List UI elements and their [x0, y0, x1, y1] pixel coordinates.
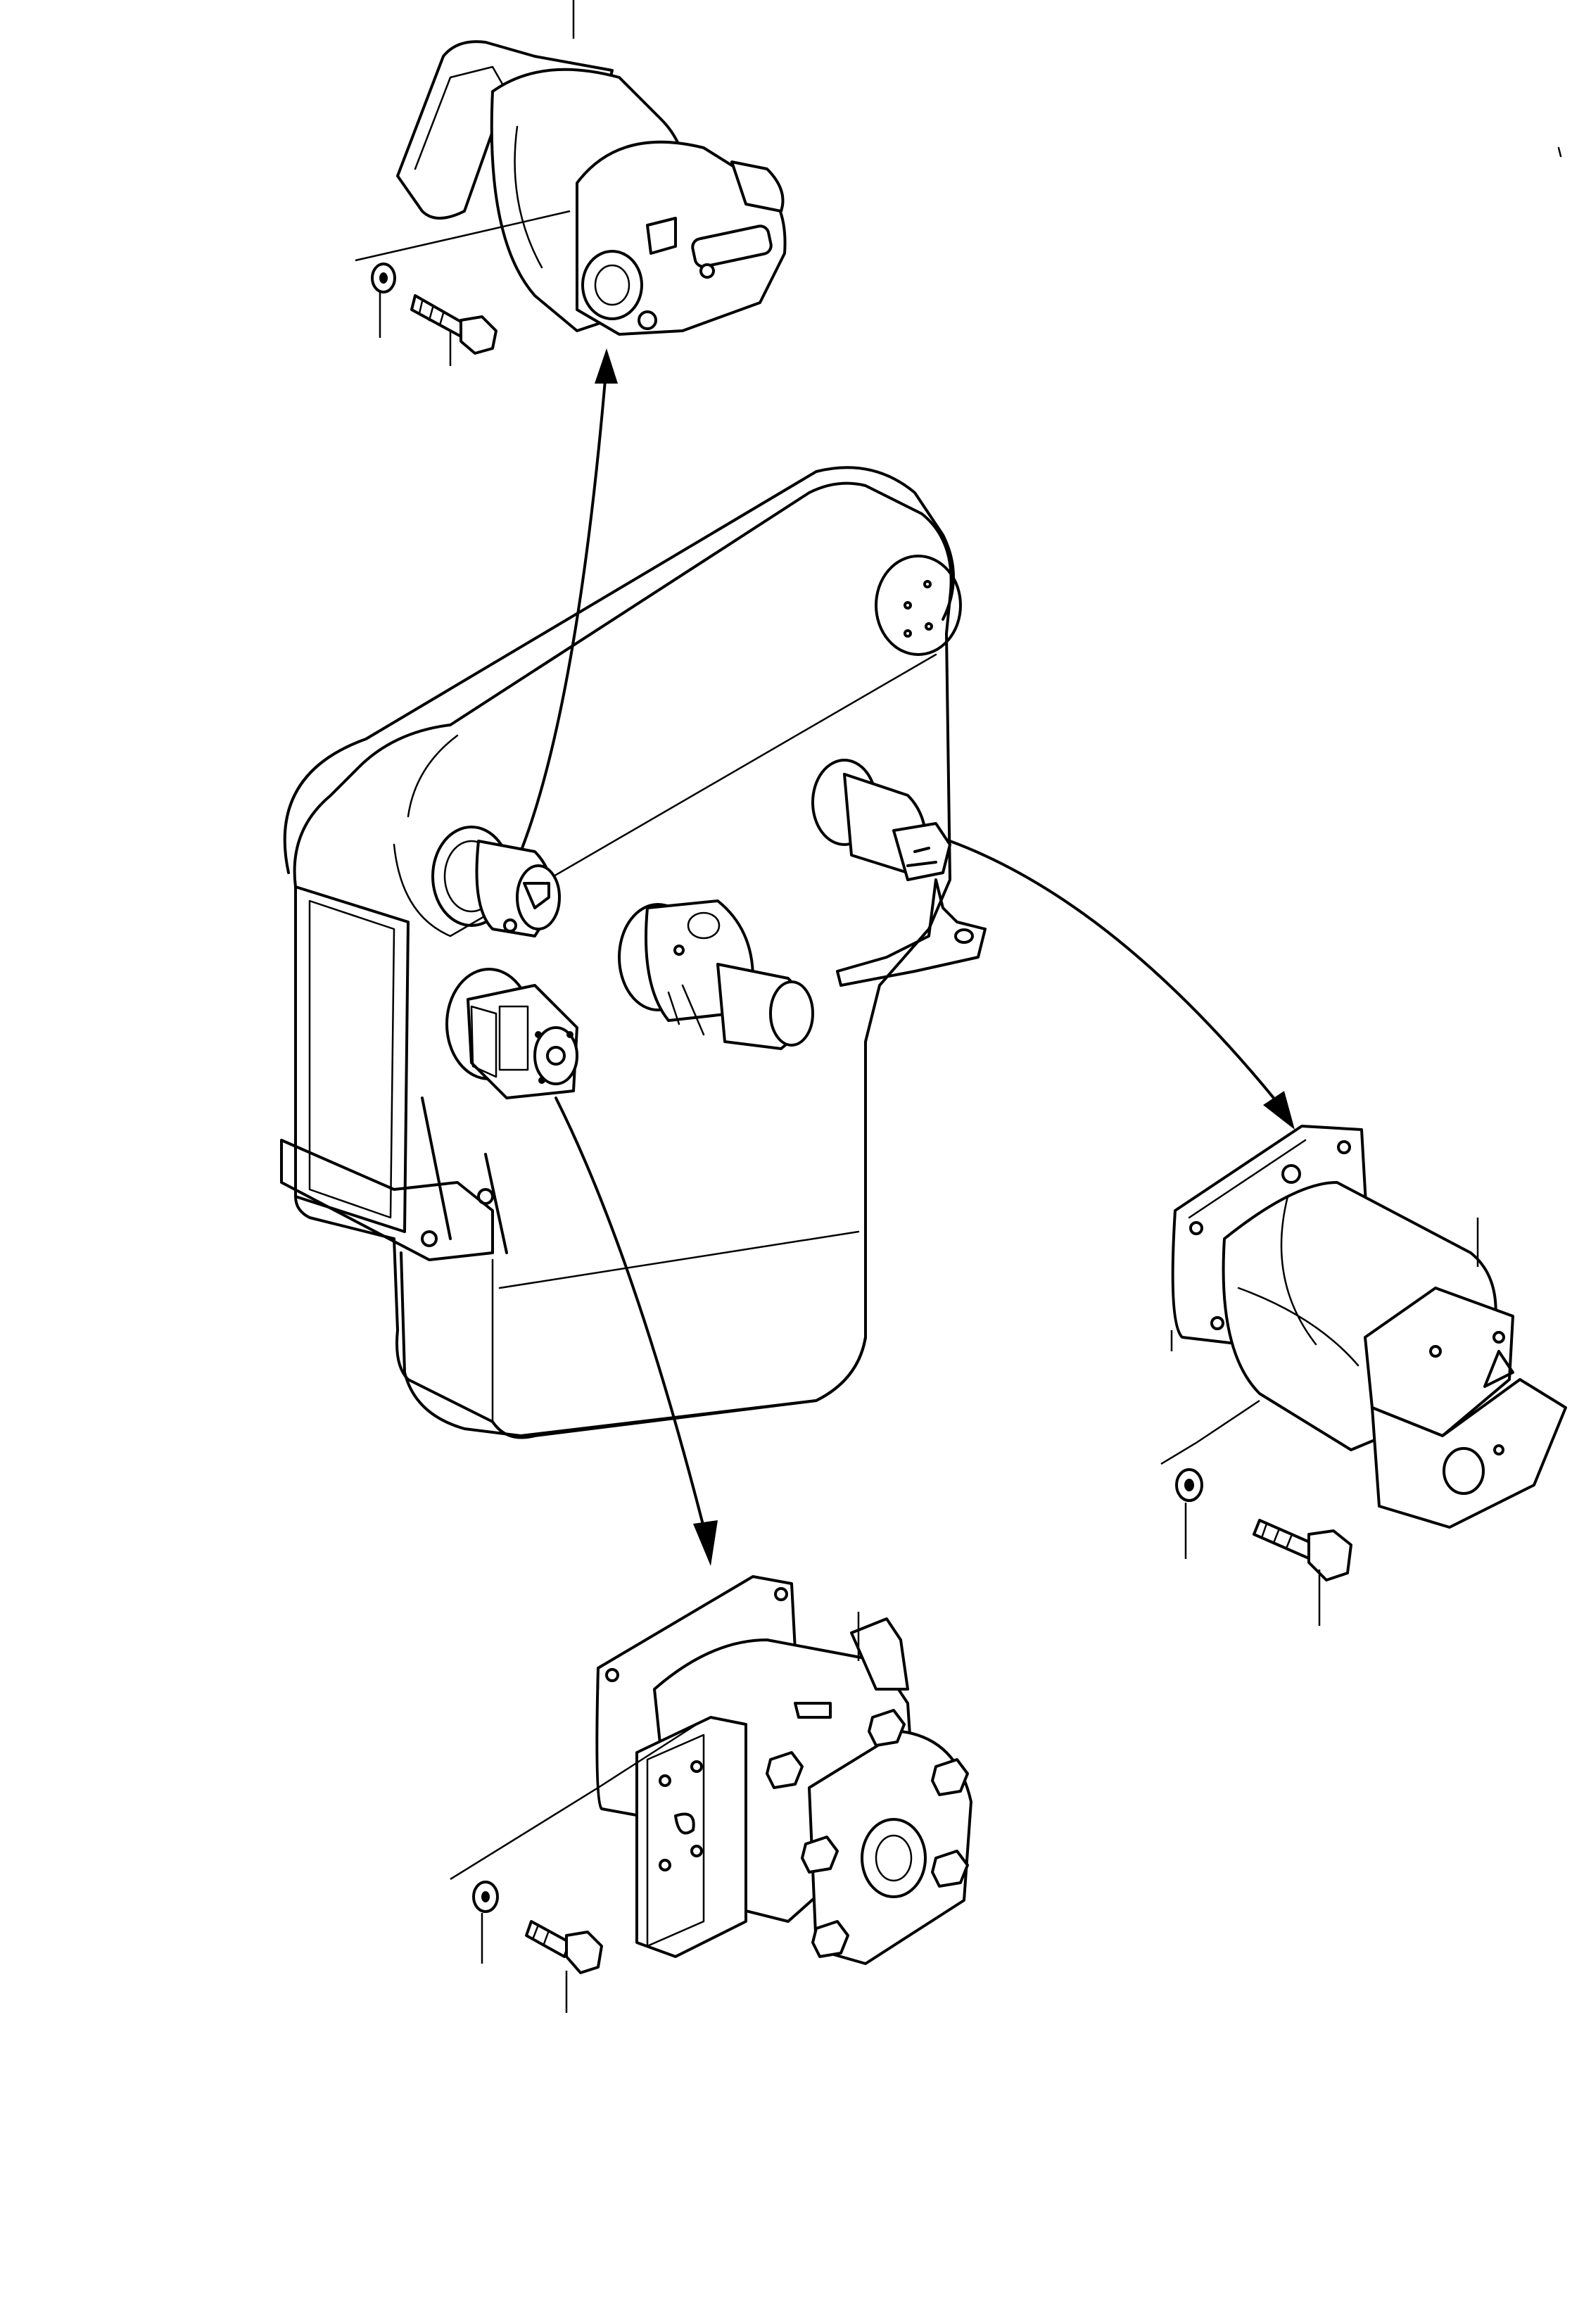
arrow-to-lower-pump — [554, 1097, 705, 1529]
end-plate-bolt — [904, 629, 912, 638]
end-plate-bolt — [904, 601, 912, 610]
pump-support-bracket — [836, 878, 987, 987]
arrow-to-upper-pump — [521, 379, 607, 850]
base-foot-hole — [477, 1188, 494, 1205]
gearbox-end-plate — [875, 555, 962, 656]
base-foot-hole — [421, 1230, 438, 1247]
upper-washer — [371, 263, 396, 338]
gearbox-sump-edge — [491, 1230, 860, 1423]
arrowhead-right — [1263, 1091, 1295, 1130]
lower-bolt — [525, 1920, 603, 2013]
gearbox-gusset — [421, 1097, 508, 1254]
right-pump-port — [1443, 1447, 1485, 1495]
right-pump — [1160, 1125, 1567, 1529]
gearbox-left-panel-inner — [308, 899, 395, 1219]
arrowhead-up — [595, 348, 618, 384]
drive-pad-lower-left — [445, 968, 578, 1099]
corner-mark — [1557, 146, 1562, 158]
right-washer — [1175, 1468, 1203, 1559]
arrow-to-right-pump — [949, 840, 1275, 1099]
arrowhead-down — [693, 1520, 718, 1566]
upper-bolt — [410, 294, 497, 366]
lower-pump-port — [861, 1818, 927, 1898]
drive-pad-center — [618, 899, 814, 1050]
drive-pad-right — [811, 759, 987, 987]
gearbox-base-foot — [280, 1139, 494, 1261]
gearbox-lower-sump — [400, 1209, 867, 1437]
upper-pump — [355, 0, 787, 336]
gearbox-top-edge — [393, 653, 937, 937]
end-plate-bolt — [925, 622, 933, 631]
transfer-gearbox — [280, 466, 987, 1439]
assembly-arrows — [521, 348, 1295, 1566]
end-plate-bolt — [923, 580, 932, 588]
upper-pump-port — [581, 250, 643, 320]
drive-pad-upper-left — [431, 826, 561, 937]
gearbox-top-cover — [283, 466, 955, 874]
gearbox-left-panel — [294, 885, 410, 1233]
right-bolt — [1253, 1519, 1352, 1626]
lower-washer — [472, 1881, 499, 1964]
lower-pump — [450, 1575, 972, 1965]
lower-pump-cover-bolts — [766, 1751, 969, 1958]
